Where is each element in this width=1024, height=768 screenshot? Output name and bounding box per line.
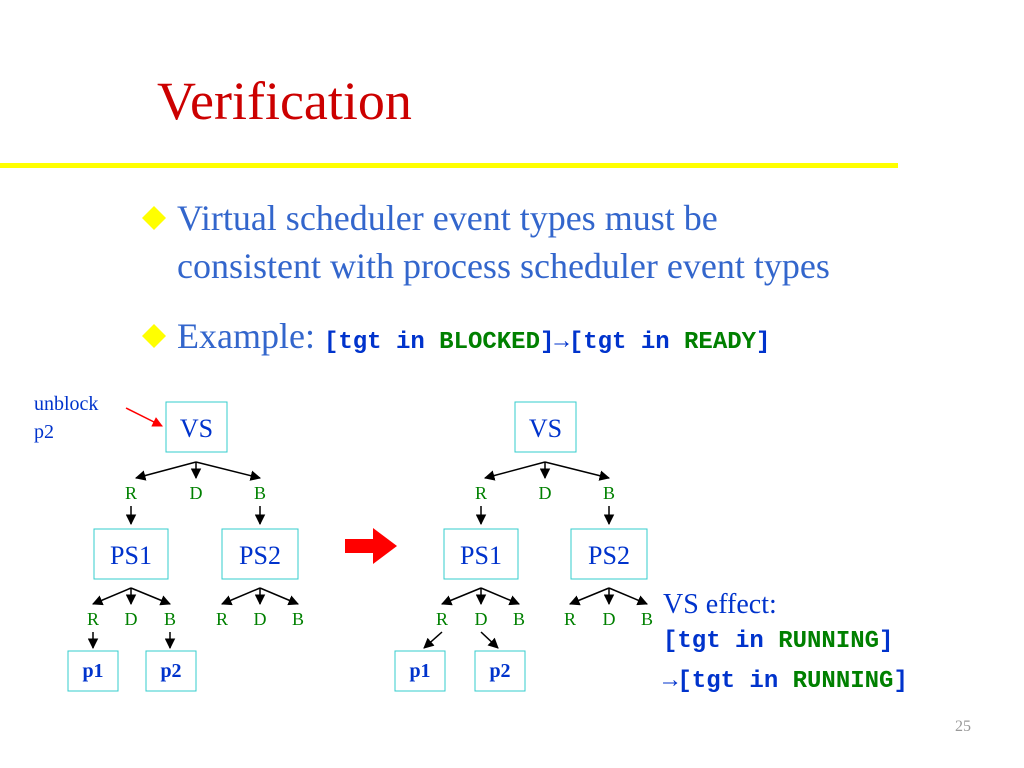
edge-label-d: D: [475, 609, 488, 629]
bullet-1-line2: consistent with process scheduler event …: [177, 246, 830, 286]
tree-after: VS R D B PS1 PS2 R D B R D B p1 p2: [394, 401, 653, 692]
edge-arrow: [134, 461, 197, 481]
edge-arrow: [569, 587, 610, 606]
diamond-bullet-icon: [142, 324, 166, 348]
code-arrow: →: [663, 668, 678, 695]
vs-effect: VS effect: [tgt in RUNNING] →[tgt in RUN…: [663, 588, 908, 702]
title-underline: [0, 163, 898, 168]
p1-node: [67, 650, 119, 692]
slide-title: Verification: [157, 71, 412, 131]
code-arrow: →: [554, 329, 569, 356]
code-part: [tgt in: [663, 628, 779, 655]
annotation-arrow: [125, 407, 163, 427]
p1-node-label: p1: [82, 660, 103, 682]
edge-arrow: [221, 587, 261, 606]
code-part: [tgt in: [323, 329, 440, 356]
code-state-ready: READY: [684, 329, 757, 356]
edge-label-b: B: [513, 609, 525, 629]
edge-label-b: B: [164, 609, 176, 629]
ps2-node-label: PS2: [588, 541, 630, 570]
edge-label-d: D: [539, 483, 552, 503]
bullet-1-line1: Virtual scheduler event types must be: [177, 198, 718, 238]
edge-arrow: [423, 631, 443, 649]
page-number: 25: [955, 718, 971, 735]
p2-node-label: p2: [489, 660, 510, 682]
edge-label-b: B: [603, 483, 615, 503]
edge-arrow: [259, 587, 299, 606]
edge-label-r: R: [475, 483, 487, 503]
ps1-node: [93, 528, 169, 580]
edge-label-b: B: [641, 609, 653, 629]
edge-arrow: [480, 631, 499, 649]
p1-node: [394, 650, 446, 692]
code-part: ]: [756, 329, 771, 356]
p2-node-label: p2: [160, 660, 181, 682]
edge-label-r: R: [436, 609, 448, 629]
example-code: [tgt in BLOCKED]→[tgt in READY]: [324, 329, 771, 356]
code-part: ]: [879, 628, 894, 655]
vs-effect-line2: →[tgt in RUNNING]: [663, 662, 908, 702]
edge-arrow: [544, 461, 611, 481]
edge-label-d: D: [190, 483, 203, 503]
code-state-running: RUNNING: [778, 628, 880, 655]
edge-label-r: R: [87, 609, 99, 629]
p2-node: [474, 650, 526, 692]
bullet-2-text: Example: [tgt in BLOCKED]→[tgt in READY]: [177, 312, 770, 367]
ps1-node: [443, 528, 519, 580]
p1-node-label: p1: [409, 660, 430, 682]
vs-node-label: VS: [529, 414, 562, 443]
diamond-bullet-icon: [142, 206, 166, 230]
annotation-line1: unblock: [34, 393, 98, 415]
code-part: ]: [893, 668, 908, 695]
p2-node: [145, 650, 197, 692]
edge-label-r: R: [125, 483, 137, 503]
vs-effect-label: VS effect:: [663, 589, 777, 620]
code-part: ]: [540, 329, 555, 356]
edge-arrow: [480, 587, 520, 606]
ps1-node-label: PS1: [110, 541, 152, 570]
bullet-1-text: Virtual scheduler event types must be co…: [177, 194, 830, 290]
edge-label-d: D: [125, 609, 138, 629]
edge-arrow: [92, 587, 132, 606]
ps2-node: [221, 528, 299, 580]
code-state-blocked: BLOCKED: [439, 329, 540, 356]
edge-arrow: [441, 587, 482, 606]
edge-label-r: R: [564, 609, 576, 629]
tree-before: VS R D B PS1 PS2 R D B R D B p1 p2: [67, 401, 304, 692]
ps1-node-label: PS1: [460, 541, 502, 570]
code-part: [tgt in: [677, 668, 793, 695]
edge-arrow: [130, 587, 171, 606]
edge-arrow: [195, 461, 262, 481]
edge-label-r: R: [216, 609, 228, 629]
code-state-running: RUNNING: [792, 668, 894, 695]
edge-label-b: B: [254, 483, 266, 503]
edge-label-d: D: [603, 609, 616, 629]
vs-node-label: VS: [180, 414, 213, 443]
example-label: Example:: [177, 316, 324, 356]
ps2-node-label: PS2: [239, 541, 281, 570]
edge-label-b: B: [292, 609, 304, 629]
annotation-line2: p2: [34, 421, 54, 443]
edge-label-d: D: [254, 609, 267, 629]
ps2-node: [570, 528, 648, 580]
edge-arrow: [608, 587, 648, 606]
edge-arrow: [483, 461, 546, 481]
transition-arrow-icon: [345, 528, 397, 564]
vs-node: [514, 401, 577, 453]
code-part: [tgt in: [568, 329, 685, 356]
vs-effect-line1: [tgt in RUNNING]: [663, 622, 908, 662]
vs-node: [165, 401, 228, 453]
